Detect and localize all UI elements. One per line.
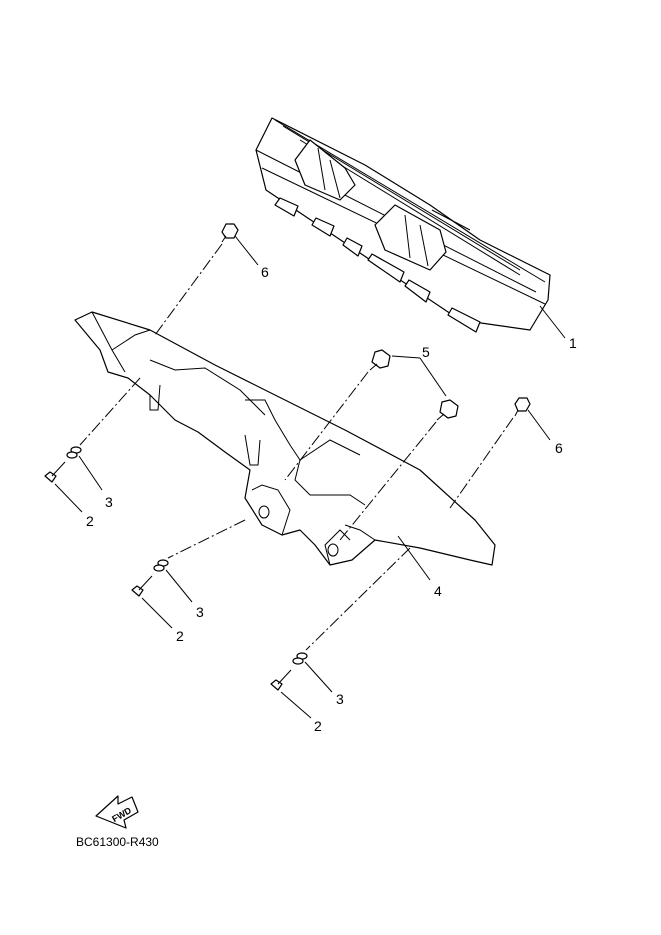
callout-1: 1 (569, 335, 577, 351)
callout-3b: 3 (196, 604, 204, 620)
alignment-lines (79, 243, 514, 651)
callout-6a: 6 (261, 264, 269, 280)
callout-3a: 3 (105, 494, 113, 510)
screw-washer-set-3 (270, 652, 308, 691)
callout-2c: 2 (314, 718, 322, 734)
grommet-5-b (436, 399, 459, 421)
screw-washer-set-1 (44, 446, 82, 483)
grommet-5-a (369, 349, 391, 371)
callout-2b: 2 (176, 628, 184, 644)
bolt-6-right (514, 397, 531, 417)
leader-lines (54, 235, 566, 719)
drawing-code: BC61300-R430 (76, 835, 159, 849)
meter-assembly (255, 117, 551, 333)
fwd-arrow-icon: FWD (95, 795, 139, 829)
meter-bracket (74, 311, 496, 566)
callout-5: 5 (422, 344, 430, 360)
screw-washer-set-2 (131, 559, 169, 597)
bolt-6-left (221, 223, 239, 243)
callout-6b: 6 (555, 440, 563, 456)
callout-4: 4 (434, 583, 442, 599)
callout-2a: 2 (86, 513, 94, 529)
callout-3c: 3 (336, 691, 344, 707)
